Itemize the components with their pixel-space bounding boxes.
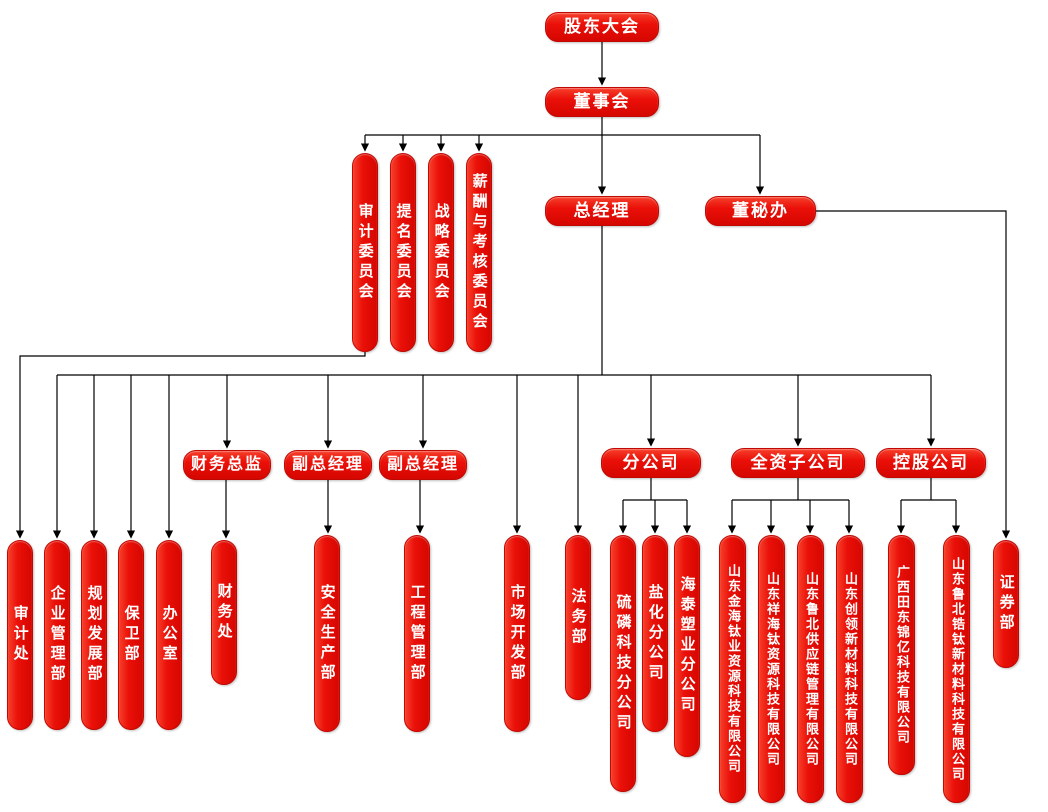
org-node-cfo: 财务总监 [183, 450, 271, 480]
org-node-lubei-supply-chain: 山东鲁北供应链管理有限公司 [797, 535, 824, 803]
org-node-board-secretary-office: 董秘办 [705, 196, 816, 226]
org-node-strategy-committee: 战略委员会 [428, 153, 454, 352]
org-node-deputy-gm-2: 副总经理 [379, 450, 467, 480]
org-node-shareholders-meeting: 股东大会 [545, 12, 659, 42]
org-node-engineering-management: 工程管理部 [404, 535, 430, 732]
org-node-remuneration-committee: 薪酬与考核委员会 [466, 153, 492, 352]
org-node-legal-department: 法务部 [565, 535, 591, 700]
org-node-tiandong-jinyi: 广西田东锦亿科技有限公司 [888, 535, 915, 775]
org-node-salt-chemical-branch: 盐化分公司 [642, 535, 668, 732]
org-node-wholly-owned-group: 全资子公司 [731, 448, 865, 478]
org-node-enterprise-management: 企业管理部 [44, 540, 70, 730]
org-node-general-office: 办公室 [156, 540, 182, 730]
org-node-safety-production: 安全生产部 [314, 535, 340, 732]
org-node-nomination-committee: 提名委员会 [390, 153, 416, 352]
org-node-jinhai-titanium: 山东金海钛业资源科技有限公司 [719, 535, 746, 803]
org-node-board-of-directors: 董事会 [545, 87, 659, 117]
org-node-deputy-gm-1: 副总经理 [284, 450, 372, 480]
org-node-xianghai-titanium: 山东祥海钛资源科技有限公司 [758, 535, 785, 803]
org-node-lubei-zirconium-titanium: 山东鲁北锆钛新材料科技有限公司 [943, 535, 970, 803]
org-node-haitai-plastics-branch: 海泰塑业分公司 [674, 535, 700, 757]
org-node-branch-companies-group: 分公司 [601, 448, 701, 478]
org-node-audit-committee: 审计委员会 [352, 153, 378, 352]
org-node-security-department: 保卫部 [118, 540, 144, 730]
org-node-general-manager: 总经理 [545, 196, 659, 226]
org-node-market-development: 市场开发部 [504, 535, 530, 732]
org-node-finance-office: 财务处 [211, 540, 237, 685]
org-node-chuangling-materials: 山东创领新材料科技有限公司 [836, 535, 863, 803]
org-node-sulphur-phosphorus-branch: 硫磷科技分公司 [610, 535, 636, 792]
org-node-planning-development: 规划发展部 [81, 540, 107, 730]
org-node-securities-department: 证券部 [993, 540, 1019, 668]
org-node-audit-office: 审计处 [7, 540, 33, 730]
org-node-holding-companies-group: 控股公司 [876, 448, 986, 478]
